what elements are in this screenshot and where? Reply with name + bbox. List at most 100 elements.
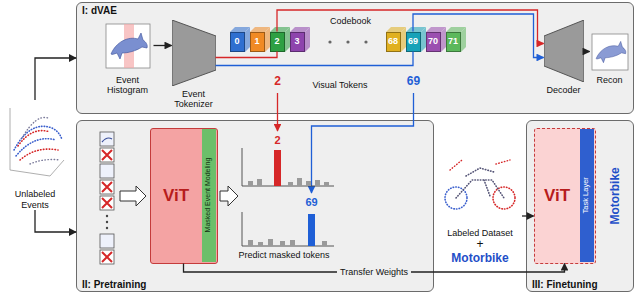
token-line	[277, 93, 278, 131]
bar	[308, 214, 315, 246]
block-caption: Event Tokenizer	[172, 89, 216, 110]
bar	[280, 241, 285, 246]
connector	[35, 58, 76, 100]
trapezoid-shape	[544, 20, 584, 82]
token-index: 70	[428, 36, 438, 46]
panel-title: I: dVAE	[82, 5, 117, 17]
cell-face	[265, 27, 270, 52]
token-index: 0	[234, 36, 239, 46]
block-caption: Decoder	[544, 85, 584, 95]
model-name: ViT	[163, 186, 189, 206]
patch	[100, 180, 114, 194]
dot	[346, 40, 349, 43]
bar	[248, 181, 253, 186]
token-index: 69	[408, 36, 418, 46]
frame	[456, 168, 504, 198]
edge-label: Transfer Weights	[337, 267, 411, 277]
recon-image	[592, 34, 628, 70]
figure-caption: Event Histogram	[102, 75, 154, 96]
bar	[257, 179, 262, 186]
frame	[450, 160, 510, 170]
patch	[100, 234, 114, 248]
stage-panel: I: dVAEEvent HistogramEvent TokenizerCod…	[76, 2, 634, 114]
predicted-token: 2	[269, 134, 286, 147]
label-holder: 2	[269, 75, 286, 89]
dot	[106, 215, 108, 217]
connector	[277, 10, 544, 44]
bar	[306, 181, 311, 186]
cell-face	[441, 27, 446, 52]
event-dots	[18, 131, 50, 146]
cell-face	[305, 27, 310, 52]
event-dots	[20, 149, 58, 160]
connector	[216, 52, 414, 66]
patch	[100, 164, 114, 178]
bar	[258, 242, 263, 246]
connector	[35, 210, 76, 232]
codebook-entry: 70	[426, 32, 441, 52]
connector	[584, 51, 590, 52]
vit-block: ViTMasked Event Modeling	[150, 128, 218, 264]
dot	[106, 227, 108, 229]
mask-cross	[102, 252, 112, 262]
stripe-text: Task Layer	[582, 177, 591, 213]
label-holder: Predict masked tokens	[226, 250, 342, 260]
codebook: Codebook012368697071	[226, 16, 476, 54]
text-holder: ViT	[151, 129, 202, 263]
chart-axis	[242, 148, 334, 186]
mask-cross	[102, 198, 112, 208]
token-index: 71	[448, 36, 458, 46]
class-output: Motorbike	[609, 167, 623, 224]
trapezoid-outline	[172, 20, 216, 86]
dot	[106, 221, 108, 223]
trapezoid-shape	[172, 20, 216, 86]
connector	[216, 52, 278, 58]
hollow-arrow	[120, 186, 146, 206]
token-index: 68	[388, 36, 398, 46]
codebook-entry: 3	[290, 32, 305, 52]
bar	[297, 178, 302, 186]
figure-caption: Motorbike	[451, 252, 508, 266]
codebook-entry: 71	[446, 32, 461, 52]
image-frame	[106, 24, 150, 68]
prediction-histograms	[242, 148, 334, 246]
figure-caption: +	[476, 238, 483, 252]
dot	[364, 40, 367, 43]
patch	[100, 196, 114, 210]
cell-face	[245, 27, 250, 52]
label-holder: Motorbike	[604, 136, 628, 256]
token-value: 2	[269, 75, 286, 89]
bar	[315, 180, 320, 186]
patch-content	[102, 138, 112, 142]
label-holder: Visual Tokens	[300, 80, 380, 90]
patch-column	[100, 132, 114, 264]
ellipsis-dots	[328, 40, 367, 43]
cell-face	[401, 27, 406, 52]
hollow-arrow	[220, 186, 238, 206]
tokenizer-trapezoid: Event Tokenizer	[172, 20, 216, 110]
histogram-image	[106, 24, 150, 68]
prediction-caption: Predict masked tokens	[226, 250, 342, 260]
image-frame	[592, 34, 628, 70]
cell-face	[421, 27, 426, 52]
title-holder: II: Pretraining	[82, 279, 146, 291]
patch	[100, 148, 114, 162]
label-holder: 69	[303, 196, 320, 209]
figure-caption: Unlabeled Events	[2, 189, 68, 210]
figure-caption: Recon	[596, 75, 622, 85]
title-holder: I: dVAE	[82, 5, 117, 17]
predicted-token: 69	[303, 196, 320, 209]
label-holder: 2	[269, 134, 286, 147]
bar	[274, 150, 281, 186]
mask-cross	[102, 182, 112, 192]
codebook-entry: 68	[386, 32, 401, 52]
mask-cross	[102, 150, 112, 160]
text-holder: ViT	[535, 129, 580, 263]
title-holder: III: Finetuning	[532, 279, 598, 291]
event-cloud-node: Unlabeled Events	[2, 100, 68, 210]
event-cloud-drawing	[10, 108, 64, 176]
bar	[290, 240, 295, 246]
panel-title: II: Pretraining	[82, 279, 146, 291]
label-holder: 69	[405, 75, 422, 89]
